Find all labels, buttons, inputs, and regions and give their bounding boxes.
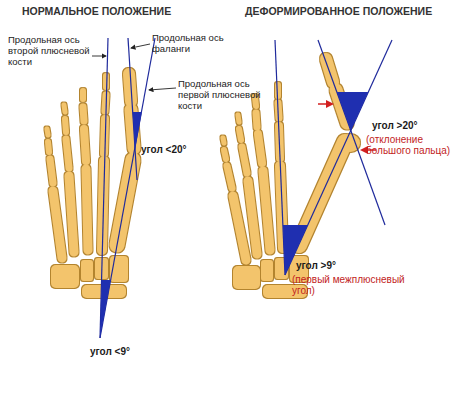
angle-wedge [100, 280, 111, 338]
angle-label: угол >9° [296, 260, 376, 271]
red-arrow [318, 103, 326, 105]
bone [84, 129, 86, 161]
normal-axes [100, 38, 155, 338]
bone [258, 134, 262, 163]
bone [81, 260, 93, 281]
bone [103, 76, 109, 87]
axis-line [275, 40, 285, 275]
bone [261, 260, 273, 281]
bone [248, 181, 257, 254]
bone [256, 113, 257, 127]
axis-line [318, 40, 385, 225]
bone [47, 129, 48, 135]
bone [239, 129, 241, 140]
angle-wedge [337, 92, 369, 131]
bone [64, 105, 65, 112]
bone [66, 139, 69, 168]
bone [69, 176, 74, 252]
heading-label: ДЕФОРМИРОВАННОЕ ПОЛОЖЕНИЕ [245, 6, 455, 17]
bone [224, 150, 226, 159]
bone [65, 119, 66, 132]
bone [238, 115, 239, 122]
axis-label: Продольная ось второй плюсневой кости [8, 34, 94, 67]
angle-label: угол <9° [90, 346, 170, 357]
bone [51, 265, 79, 288]
red-arrow [326, 100, 334, 108]
bone [83, 107, 84, 121]
bone [242, 147, 247, 173]
bone [275, 85, 281, 96]
angle-label: угол >20° [372, 120, 452, 131]
bone [80, 91, 86, 99]
bone [48, 142, 49, 152]
bone [223, 138, 224, 143]
bone [86, 169, 88, 250]
deformed-axes [275, 40, 392, 275]
heading-label: НОРМАЛЬНОЕ ПОЛОЖЕНИЕ [22, 6, 222, 17]
angle-note: (отклонение большого пальца) [366, 134, 458, 156]
leader-arrow [149, 88, 176, 90]
axis-line [100, 38, 155, 338]
bone [50, 159, 53, 183]
bone [263, 171, 270, 250]
bone [233, 266, 260, 289]
leader-arrow [92, 56, 106, 57]
angle-note: (первый межплюсневый угол) [292, 274, 410, 296]
axis-label: Продольная ось фаланги [152, 32, 242, 54]
bone [227, 166, 232, 188]
normal-foot-bones [47, 74, 134, 298]
bone [53, 191, 62, 258]
leader-arrow [131, 44, 150, 48]
bone [233, 196, 246, 260]
angle-wedge [133, 112, 142, 150]
angle-label: угол <20° [141, 144, 221, 155]
axis-line [128, 38, 137, 180]
axis-label: Продольная ось первой плюсневой кости [178, 78, 274, 111]
